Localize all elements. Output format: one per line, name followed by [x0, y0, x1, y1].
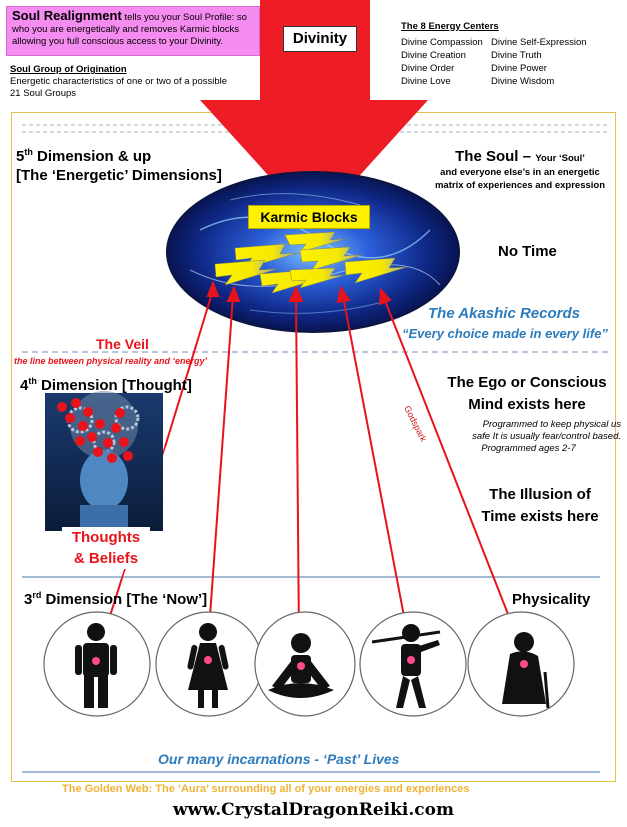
golden-web-label: The Golden Web: The ‘Aura’ surrounding a…	[62, 783, 470, 795]
fifth-dimension-label: 5th Dimension & up [The ‘Energetic’ Dime…	[16, 143, 222, 185]
soul-group-block: Soul Group of Origination Energetic char…	[10, 64, 240, 100]
soul-group-text: Energetic characteristics of one or two …	[10, 76, 228, 99]
energy-center-item: Divine Order	[401, 63, 455, 74]
thoughts-line2: & Beliefs	[73, 550, 139, 567]
energy-center-item: Divine Creation	[401, 50, 466, 61]
connection-lines	[95, 280, 527, 661]
energy-center-item: Divine Truth	[491, 50, 542, 61]
soul-sub1: Your ‘Soul’	[535, 153, 585, 164]
third-rest: Dimension [The ‘Now’]	[41, 591, 208, 608]
akashic-records-title: The Akashic Records	[428, 305, 580, 322]
ego-sub2: safe It is usually fear/control based.	[472, 431, 621, 442]
veil-sub: the line between physical reality and ‘e…	[14, 356, 208, 366]
illusion-of-time: The Illusion of Time exists here	[470, 484, 610, 528]
head-thoughts-image	[45, 391, 163, 531]
ego-line1: The Ego or Conscious	[447, 374, 607, 391]
website-url[interactable]: www.CrystalDragonReiki.com	[173, 800, 454, 820]
energy-centers-col2: Divine Self-Expression Divine Truth Divi…	[491, 36, 621, 88]
karmic-blocks-bolts	[214, 231, 408, 294]
energy-centers: The 8 Energy Centers Divine Compassion D…	[401, 20, 621, 88]
ego-line2: Mind exists here	[468, 396, 586, 413]
soul-sub3: matrix of experiences and expression	[434, 180, 606, 191]
meditating-person-icon	[268, 633, 334, 698]
energy-center-item: Divine Power	[491, 63, 547, 74]
elderly-woman-icon	[502, 632, 550, 709]
veil-title: The Veil	[96, 336, 149, 352]
soul-description: The Soul – Your ‘Soul’ and everyone else…	[420, 148, 620, 192]
ego-sub: Programmed to keep physical us safe It i…	[436, 419, 621, 455]
musician-icon	[371, 624, 441, 708]
thoughts-line1: Thoughts	[71, 529, 141, 546]
energy-center-item: Divine Wisdom	[491, 76, 555, 87]
illusion-line2: Time exists here	[481, 508, 599, 525]
divinity-arrow	[200, 0, 428, 226]
karmic-blocks-label: Karmic Blocks	[248, 205, 370, 229]
soul-realignment-title: Soul Realignment	[12, 8, 122, 23]
third-dimension-label: 3rd Dimension [The ‘Now’]	[24, 586, 207, 609]
soul-title: The Soul –	[455, 148, 531, 165]
divinity-label: Divinity	[283, 26, 357, 52]
fourth-sup: th	[28, 376, 37, 386]
fifth-line2: [The ‘Energetic’ Dimensions]	[16, 167, 222, 184]
akashic-records-sub: “Every choice made in every life”	[402, 326, 608, 341]
physicality-label: Physicality	[512, 591, 591, 608]
fifth-rest: Dimension & up	[32, 148, 152, 165]
soul-realignment-text: tells you your Soul Profile: so who you …	[12, 12, 247, 47]
soul-sub2: and everyone else’s in an energetic	[440, 167, 600, 178]
energy-centers-title: The 8 Energy Centers	[401, 21, 499, 32]
third-sup: rd	[32, 590, 42, 600]
soul-realignment-box: Soul Realignment tells you your Soul Pro…	[6, 6, 260, 56]
energy-center-item: Divine Love	[401, 76, 451, 87]
fourth-dimension-label: 4th Dimension [Thought]	[20, 372, 192, 395]
energy-centers-col1: Divine Compassion Divine Creation Divine…	[401, 36, 491, 88]
fifth-num: 5	[16, 148, 25, 165]
incarnations-label: Our many incarnations - ‘Past’ Lives	[158, 751, 400, 767]
no-time-label: No Time	[498, 243, 557, 260]
man-icon	[75, 623, 117, 708]
fourth-rest: Dimension [Thought]	[36, 377, 192, 394]
woman-icon	[187, 623, 229, 708]
ego-sub1: Programmed to keep physical us	[482, 419, 621, 430]
energy-center-item: Divine Self-Expression	[491, 37, 587, 48]
ego-sub3: Programmed ages 2-7	[481, 443, 576, 454]
fifth-sup: th	[24, 147, 33, 157]
fourth-num: 4	[20, 377, 29, 394]
soul-group-title: Soul Group of Origination	[10, 64, 127, 75]
ego-description: The Ego or Conscious Mind exists here	[436, 372, 618, 416]
illusion-line1: The Illusion of	[489, 486, 591, 503]
energy-center-item: Divine Compassion	[401, 37, 483, 48]
thoughts-beliefs-label: Thoughts & Beliefs	[62, 527, 150, 569]
third-num: 3	[24, 591, 33, 608]
